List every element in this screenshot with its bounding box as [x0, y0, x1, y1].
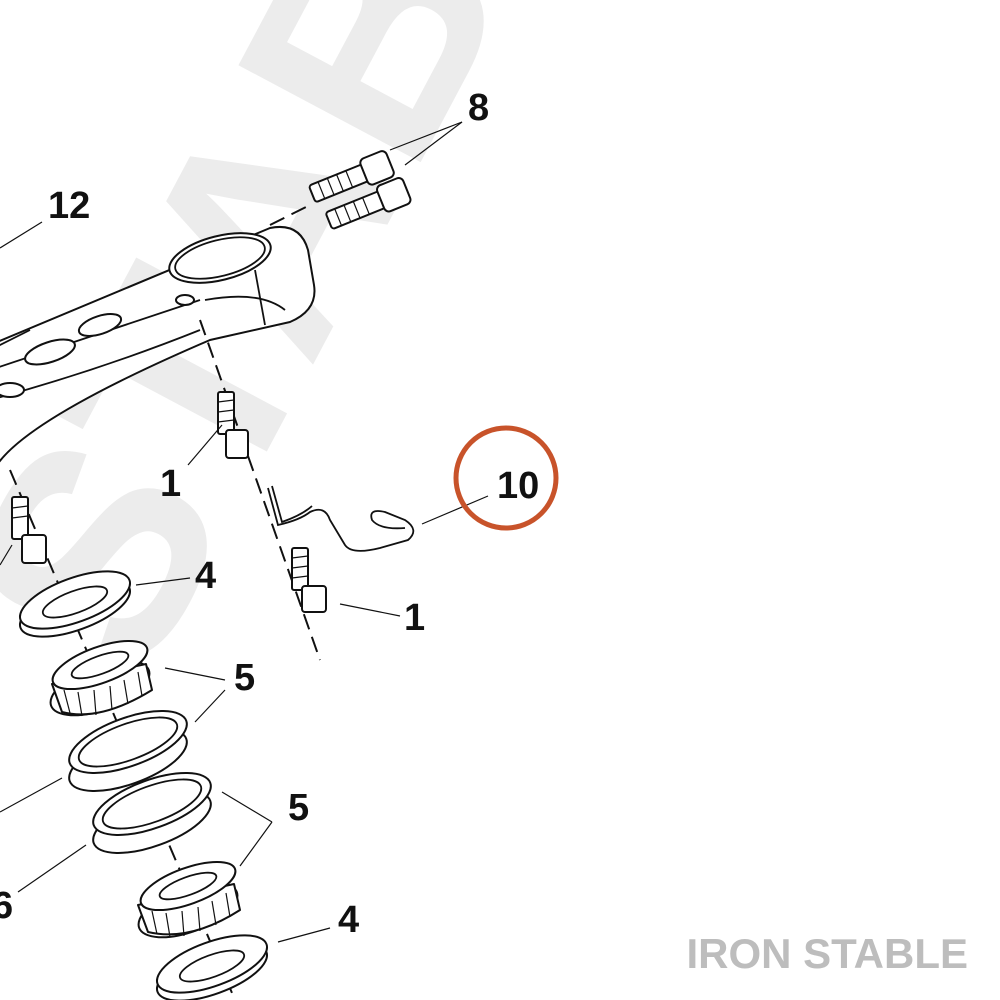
- callout-12: 12: [48, 185, 90, 227]
- callout-8: 8: [468, 87, 489, 129]
- part-5-race-lower: [92, 772, 212, 854]
- part-1-bolt-upper: [217, 391, 249, 459]
- leader-5b-lower: [239, 821, 273, 867]
- leader-1-upper: [187, 424, 223, 466]
- part-5-bearing-upper: [49, 639, 153, 717]
- leader-5b-upper: [194, 689, 226, 723]
- part-5-bearing-lower: [137, 860, 241, 939]
- leader-4-lower: [277, 927, 331, 943]
- part-1-bolt-left: [11, 496, 47, 564]
- leader-6b: [17, 844, 87, 893]
- callout-1-lower: 1: [404, 597, 425, 639]
- part-8-screws: [308, 150, 412, 230]
- callout-4-upper: 4: [195, 555, 216, 597]
- leader-12: [0, 221, 43, 249]
- leader-5a-lower: [221, 791, 273, 823]
- brand-logo-text: IRON STABLE: [686, 930, 968, 977]
- part-4-dust-shield-upper: [18, 570, 132, 638]
- leader-1-lower: [339, 603, 401, 617]
- leader-8a: [389, 121, 463, 151]
- callout-5-upper: 5: [234, 657, 255, 699]
- callout-6: 6: [0, 885, 13, 927]
- callout-4-lower: 4: [338, 899, 359, 941]
- highlight-circle: [453, 425, 559, 531]
- leader-6a: [0, 777, 63, 813]
- leader-left-bolt: [0, 544, 13, 566]
- part-10-wire-clip: [267, 485, 415, 552]
- part-4-dust-shield-lower: [155, 934, 269, 1000]
- part-1-bolt-lower: [291, 547, 327, 613]
- callout-10: 10: [497, 465, 539, 507]
- axis-right: [199, 319, 321, 661]
- callout-1-upper: 1: [160, 463, 181, 505]
- leader-10: [421, 495, 489, 525]
- axis-8: [269, 204, 311, 226]
- leader-5a-upper: [164, 667, 226, 681]
- leader-4-upper: [135, 577, 191, 586]
- callout-5-lower: 5: [288, 787, 309, 829]
- leader-8b: [404, 121, 463, 166]
- part-5-race-upper: [68, 710, 188, 792]
- part-12-top-clamp: [0, 226, 316, 463]
